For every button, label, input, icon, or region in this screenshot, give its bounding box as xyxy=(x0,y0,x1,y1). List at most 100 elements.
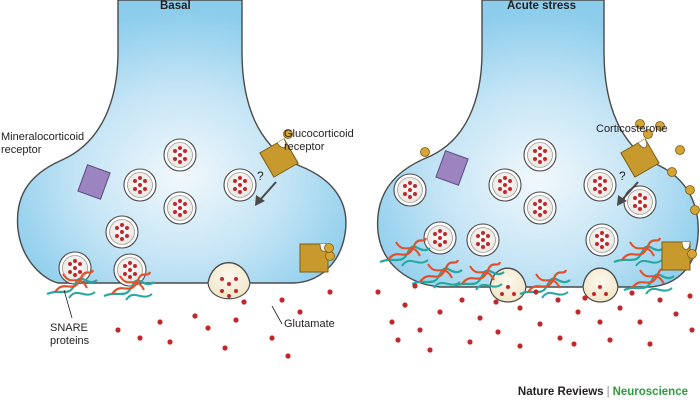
basal-vesicle xyxy=(123,168,157,202)
vesicle-glutamate-dot xyxy=(138,176,142,180)
vesicle-glutamate-dot xyxy=(183,149,187,153)
acute-vesicle xyxy=(583,168,617,202)
vesicle-glutamate-dot xyxy=(498,187,502,191)
vesicle-glutamate-dot xyxy=(238,176,242,180)
basal-vesicle xyxy=(163,191,197,225)
vesicle-glutamate-dot xyxy=(178,146,182,150)
acute-vesicle xyxy=(523,191,557,225)
acute-membrane-glucocorticoid-receptor xyxy=(661,241,691,271)
acute-corticosterone-molecule xyxy=(643,129,653,139)
glutamate-molecule xyxy=(571,341,577,347)
vesicle-glutamate-dot xyxy=(476,242,480,246)
vesicle-glutamate-dot xyxy=(443,232,447,236)
glutamate-molecule xyxy=(629,290,635,296)
fused-vesicle-glutamate-dot xyxy=(234,289,238,293)
vesicle-glutamate-dot xyxy=(481,238,485,242)
glutamate-molecule xyxy=(495,329,501,335)
fused-vesicle-glutamate-dot xyxy=(234,277,238,281)
vesicle-glutamate-dot xyxy=(133,272,137,276)
acute-corticosterone-molecule xyxy=(420,147,430,157)
vesicle-glutamate-dot xyxy=(78,270,82,274)
vesicle-glutamate-dot xyxy=(408,195,412,199)
glutamate-molecule xyxy=(533,289,539,295)
glutamate-molecule xyxy=(375,289,381,295)
vesicle-glutamate-dot xyxy=(128,268,132,272)
vesicle-glutamate-dot xyxy=(593,187,597,191)
basal-corticosterone-molecule xyxy=(325,251,335,261)
glutamate-molecule xyxy=(137,335,143,341)
vesicle-glutamate-dot xyxy=(128,261,132,265)
basal-vesicle xyxy=(58,251,92,285)
corticosterone-label: Corticosterone xyxy=(596,123,668,135)
acute-vesicle xyxy=(393,173,427,207)
vesicle-glutamate-dot xyxy=(603,179,607,183)
acute-snare-complex xyxy=(623,265,675,295)
acute-corticosterone-molecule xyxy=(675,145,685,155)
acute-panel-title: Acute stress xyxy=(507,0,577,12)
vesicle-glutamate-dot xyxy=(173,157,177,161)
acute-glucocorticoid-receptor xyxy=(620,138,660,178)
glucocorticoid-receptor-label-line-2: receptor xyxy=(284,141,325,153)
vesicle-glutamate-dot xyxy=(598,183,602,187)
vesicle-glutamate-dot xyxy=(638,207,642,211)
vesicle-glutamate-dot xyxy=(68,270,72,274)
vesicle-glutamate-dot xyxy=(78,262,82,266)
vesicle-glutamate-dot xyxy=(538,153,542,157)
vesicle-glutamate-dot xyxy=(73,266,77,270)
vesicle-glutamate-dot xyxy=(403,184,407,188)
glutamate-molecule xyxy=(279,297,285,303)
vesicle-glutamate-dot xyxy=(438,229,442,233)
vesicle-glutamate-dot xyxy=(633,196,637,200)
vesicle-glutamate-dot xyxy=(133,187,137,191)
glutamate-molecule xyxy=(459,297,465,303)
snare-label-line xyxy=(63,289,73,319)
vesicle-glutamate-dot xyxy=(408,188,412,192)
basal-snare-complex xyxy=(46,269,98,299)
vesicle-glutamate-dot xyxy=(508,187,512,191)
vesicle-glutamate-dot xyxy=(133,264,137,268)
glutamate-molecule xyxy=(555,297,561,303)
vesicle-glutamate-dot xyxy=(595,242,599,246)
glutamate-molecule xyxy=(477,315,483,321)
vesicle-glutamate-dot xyxy=(533,149,537,153)
vesicle-glutamate-dot xyxy=(120,230,124,234)
glutamate-molecule xyxy=(637,319,643,325)
glutamate-molecule xyxy=(192,313,198,319)
glutamate-molecule xyxy=(597,319,603,325)
acute-vesicle xyxy=(423,221,457,255)
vesicle-glutamate-dot xyxy=(125,234,129,238)
vesicle-glutamate-dot xyxy=(243,179,247,183)
vesicle-glutamate-dot xyxy=(233,187,237,191)
vesicle-glutamate-dot xyxy=(538,213,542,217)
vesicle-glutamate-dot xyxy=(115,226,119,230)
vesicle-glutamate-dot xyxy=(68,262,72,266)
snare-proteins-label-line-2: proteins xyxy=(50,335,90,347)
glutamate-label-line xyxy=(271,305,283,325)
vesicle-glutamate-dot xyxy=(178,153,182,157)
vesicle-glutamate-dot xyxy=(503,183,507,187)
vesicle-glutamate-dot xyxy=(123,272,127,276)
fused-vesicle-glutamate-dot xyxy=(227,282,231,286)
vesicle-glutamate-dot xyxy=(543,210,547,214)
acute-snare-complex xyxy=(613,237,665,267)
fused-vesicle-glutamate-dot xyxy=(506,285,510,289)
acute-vesicle xyxy=(585,223,619,257)
vesicle-glutamate-dot xyxy=(173,202,177,206)
vesicle-glutamate-dot xyxy=(143,179,147,183)
fused-vesicle-glutamate-dot xyxy=(500,292,504,296)
acute-mineralocorticoid-receptor xyxy=(435,150,469,186)
vesicle-glutamate-dot xyxy=(438,236,442,240)
glutamate-molecule xyxy=(157,319,163,325)
vesicle-glutamate-dot xyxy=(508,179,512,183)
vesicle-glutamate-dot xyxy=(73,259,77,263)
glutamate-molecule xyxy=(285,353,291,359)
vesicle-glutamate-dot xyxy=(595,234,599,238)
vesicle-glutamate-dot xyxy=(605,242,609,246)
glutamate-molecule xyxy=(467,339,473,345)
fused-vesicle-glutamate-dot xyxy=(220,289,224,293)
acute-translocation-arrow xyxy=(617,181,639,206)
acute-corticosterone-molecule xyxy=(667,167,677,177)
vesicle-glutamate-dot xyxy=(178,213,182,217)
fused-vesicle-glutamate-dot xyxy=(592,292,596,296)
journal-separator: | xyxy=(606,386,610,398)
